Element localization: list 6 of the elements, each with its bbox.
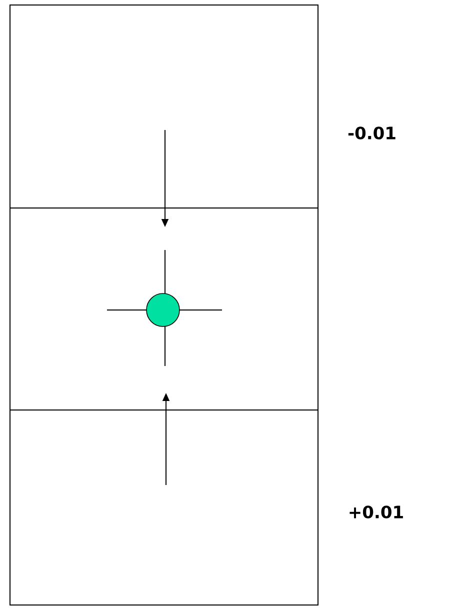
region-box (10, 4, 318, 208)
region-box (10, 410, 318, 606)
particle-circle (146, 293, 180, 327)
region-box (10, 208, 318, 410)
value-label: -0.01 (348, 126, 396, 140)
value-label: +0.01 (350, 506, 403, 518)
